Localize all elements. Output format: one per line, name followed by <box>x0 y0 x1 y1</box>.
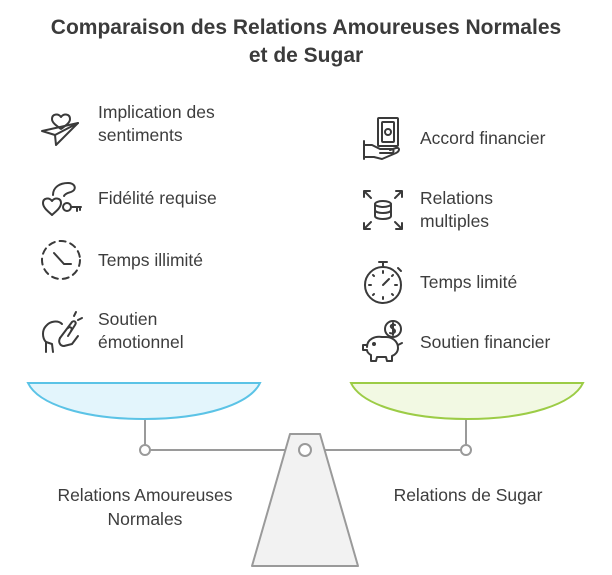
item-label: Accord financier <box>420 127 546 148</box>
item-implication-sentiments: Implication des sentiments <box>38 101 215 147</box>
item-accord-financier: Accord financier <box>360 115 545 161</box>
page-title: Comparaison des Relations Amoureuses Nor… <box>0 14 612 70</box>
piggy-bank-icon <box>360 319 406 365</box>
item-fidelite-requise: Fidélité requise <box>38 175 217 221</box>
item-label: Relations multiples <box>420 188 493 231</box>
item-label: Soutien financier <box>420 331 551 352</box>
dashed-clock-icon <box>38 237 84 283</box>
hand-money-icon <box>360 115 406 161</box>
helping-hand-head-icon <box>38 308 84 354</box>
item-label: Temps illimité <box>98 249 204 270</box>
right-pan <box>349 382 585 421</box>
item-temps-limite: Temps limité <box>360 259 517 305</box>
center-pivot <box>298 443 312 457</box>
stopwatch-icon <box>360 259 406 305</box>
left-pan <box>26 382 262 421</box>
heart-key-icon <box>38 175 84 221</box>
item-label: Temps limité <box>420 271 518 292</box>
database-arrows-icon <box>360 187 406 233</box>
item-label: Fidélité requise <box>98 187 217 208</box>
title-line-2: et de Sugar <box>248 44 364 67</box>
title-line-1: Comparaison des Relations Amoureuses Nor… <box>50 16 562 39</box>
right-side-label: Relations de Sugar <box>393 485 543 505</box>
left-joint <box>139 444 151 456</box>
item-label: Soutien émotionnel <box>98 309 184 352</box>
paper-plane-heart-icon <box>38 101 84 147</box>
item-label: Implication des sentiments <box>98 102 215 145</box>
right-joint <box>460 444 472 456</box>
item-soutien-financier: Soutien financier <box>360 319 550 365</box>
item-temps-illimite: Temps illimité <box>38 237 203 283</box>
left-side-label: Relations Amoureuses Normales <box>57 485 233 529</box>
item-soutien-emotionnel: Soutien émotionnel <box>38 308 184 354</box>
item-relations-multiples: Relations multiples <box>360 187 493 233</box>
